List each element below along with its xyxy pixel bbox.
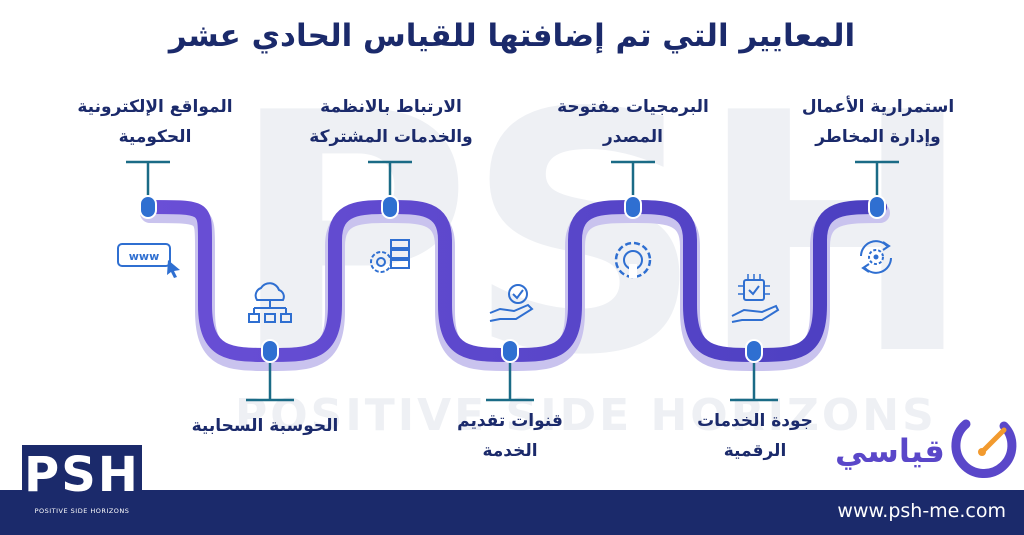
page-title: المعايير التي تم إضافتها للقياس الحادي ع… — [168, 18, 856, 54]
node-7 — [868, 195, 886, 219]
psh-logo: PSH POSITIVE SIDE HORIZONS — [22, 445, 142, 523]
node-2 — [261, 339, 279, 363]
hand-check-icon — [489, 284, 534, 322]
open-source-gear-icon — [614, 241, 652, 279]
gauge-logo-icon — [951, 419, 1017, 478]
footer-bar — [0, 490, 1024, 535]
psh-logo-subtitle: POSITIVE SIDE HORIZONS — [34, 507, 130, 515]
watermark-text: POSITIVE SIDE HORIZONS — [235, 390, 937, 441]
psh-logo-letters: PSH — [24, 447, 140, 503]
cloud-network-icon — [248, 282, 292, 323]
server-gear-icon — [370, 239, 410, 273]
node-3 — [381, 195, 399, 219]
label-cloud-computing: الحوسبة السحابية — [191, 416, 339, 436]
node-5 — [624, 195, 642, 219]
svg-text:www: www — [129, 250, 160, 263]
watermark-psh: PSH — [230, 43, 974, 427]
node-6 — [745, 339, 763, 363]
node-1 — [139, 195, 157, 219]
chip-hand-icon — [731, 274, 780, 323]
brand-qiyasi: قياسي — [835, 432, 945, 470]
www-cursor-icon: www — [117, 243, 180, 278]
website-url[interactable]: www.psh-me.com — [837, 500, 1006, 522]
settings-cycle-icon — [860, 240, 892, 274]
node-4 — [501, 339, 519, 363]
